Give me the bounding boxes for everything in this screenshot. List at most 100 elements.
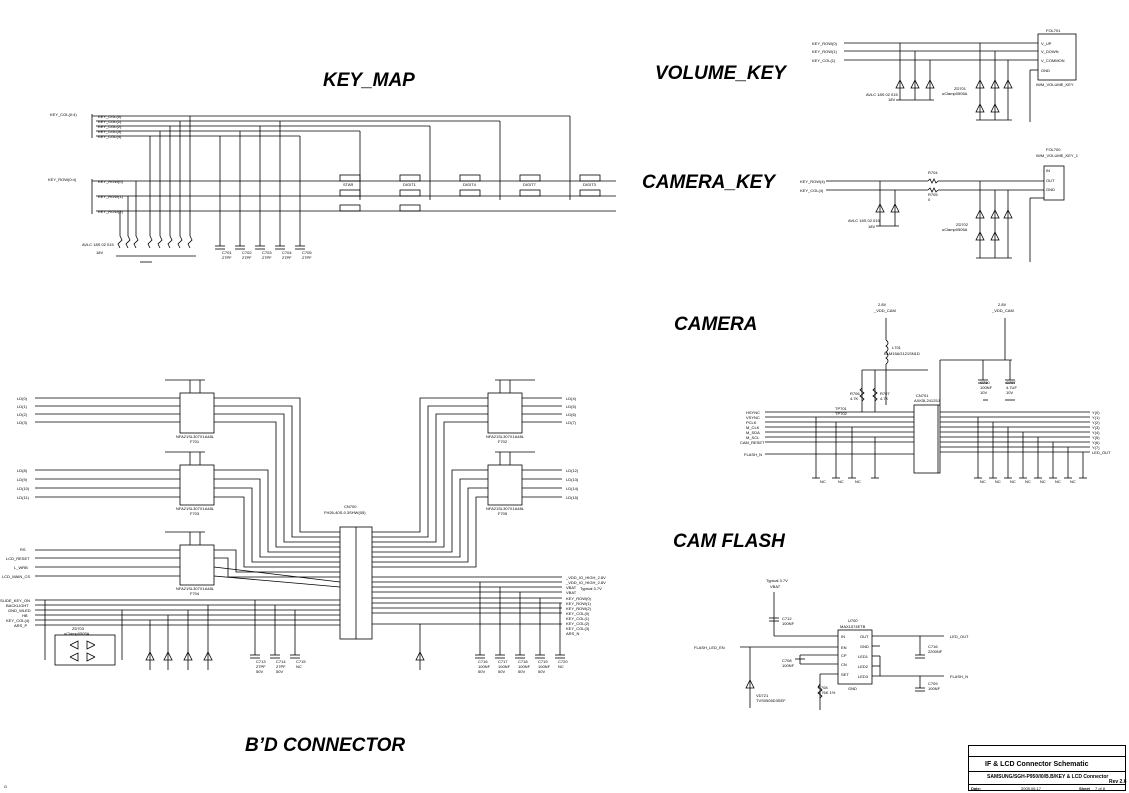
vol-input-label: KEY_COL(1): [812, 58, 836, 63]
cam-testpoint: TP702: [835, 411, 848, 416]
camkey-pin-label: OUT: [1046, 178, 1055, 183]
flash-cap-ref: C709: [928, 681, 938, 686]
cam-connector-ref: CN701: [916, 393, 929, 398]
bd-misc-label: ARS_P: [14, 623, 27, 628]
flash-ic-pin: CN: [841, 662, 847, 667]
bd-filter-ref: F701: [190, 439, 200, 444]
bd-cap-ref: C720: [558, 659, 568, 664]
heading-volume-key: VOLUME_KEY: [655, 63, 786, 84]
bd-cap-volt: 50V: [498, 669, 505, 674]
bd-cap-ref: C715: [296, 659, 306, 664]
bd-lcd-label: LD(2): [17, 412, 28, 417]
cam-rail-net: _VDD_CAM: [873, 308, 896, 313]
key-cap-label: C702: [242, 250, 252, 255]
bd-cap-val: NC: [558, 664, 564, 669]
cam-nc-label: NC: [820, 479, 826, 484]
cam-resistor-val: 4.7K: [850, 396, 859, 401]
cam-testpoint: TP701: [835, 406, 848, 411]
camkey-varistor-label: AVLC 18S 02 015: [848, 218, 881, 223]
flash-ic-pin: GND: [860, 644, 869, 649]
cam-nc-label: NC: [980, 479, 986, 484]
cam-inductor-ref: L701: [892, 345, 902, 350]
bd-misc-label: GND_WLED: [8, 608, 31, 613]
flash-ic-pin: LED1: [858, 654, 869, 659]
title-block-date-label: Date:: [971, 786, 982, 791]
flash-ic-pin: SET: [841, 672, 849, 677]
bd-signal-label: _VDD_IO_HIGH_2.8V: [565, 575, 606, 580]
bd-cap-val: NC: [296, 664, 302, 669]
bd-cap-volt: 50V: [276, 669, 283, 674]
cam-output-label: Y(4): [1092, 430, 1100, 435]
cam-input-label: M_CLK: [746, 425, 760, 430]
camkey-varistor-volt: 18V: [868, 224, 875, 229]
cam-output-label: Y(0): [1092, 410, 1100, 415]
volume-key-section: [844, 33, 1077, 122]
flash-cap-ref: C708: [782, 658, 792, 663]
bd-signal-label: KEY_COL(3): [566, 626, 590, 631]
bd-cap-ref: C714: [276, 659, 286, 664]
flash-output-label: FLASH_N: [950, 674, 968, 679]
bd-cap-val: 100NF: [478, 664, 491, 669]
corner-mark: G: [4, 784, 7, 789]
cam-output-label: Y(1): [1092, 415, 1100, 420]
cam-output-label: Y(2): [1092, 420, 1100, 425]
key-col-label: KEY_COL(3): [98, 129, 122, 134]
cam-input-label: M_SCL: [746, 435, 760, 440]
cam-input-label: M_SDA: [746, 430, 760, 435]
cam-output-label: Y(3): [1092, 425, 1100, 430]
bd-connector-part: FH26-40S-0.3SHW(05): [324, 510, 366, 515]
key-row-label: KEY_ROW(1): [98, 194, 124, 199]
bd-vbat-note: Typical 3.7V: [580, 586, 602, 591]
heading-camera: CAMERA: [674, 314, 758, 335]
bd-lcd-label: LD(8): [17, 468, 28, 473]
key-varistor-volt: 18V: [96, 250, 103, 255]
camkey-pin-label: IN: [1046, 168, 1050, 173]
flash-supply-note: Typical 3.7V: [766, 578, 788, 583]
bd-cap-volt: 50V: [256, 669, 263, 674]
bd-lcd-label: LD(9): [17, 477, 28, 482]
title-block-sheet-label: Sheet: [1079, 786, 1090, 791]
cam-rail-voltage: 2.8V: [878, 302, 887, 307]
flash-ic-gnd: GND: [848, 686, 857, 691]
bd-signal-label: KEY_COL(2): [566, 621, 590, 626]
key-col-label: KEY_COL(0): [98, 114, 122, 119]
flash-ic-part: MAX1574ETB: [840, 624, 866, 629]
heading-camera-key: CAMERA_KEY: [642, 172, 776, 193]
camkey-input-label: KEY_ROW(4): [800, 179, 826, 184]
cam-input-label: FLASH_N: [744, 452, 762, 457]
flash-supply-label: VBAT: [770, 584, 781, 589]
flash-cap-ref: C712: [782, 616, 792, 621]
flash-ic-pin: EN: [841, 645, 847, 650]
title-block-title: IF & LCD Connector Schematic: [985, 761, 1089, 768]
bd-filter-part: NFA21SL307X1A48L: [486, 434, 525, 439]
camkey-connector-part: IWM_VOLUME_KEY_1: [1036, 153, 1079, 158]
key-row-bus-label: KEY_ROW(0:4): [48, 177, 77, 182]
flash-resistor-val: 6.76K 1%: [818, 690, 836, 695]
cam-nc-label: NC: [855, 479, 861, 484]
cam-flash-section: [740, 592, 944, 710]
bd-filter-part: NFA21SL307X1A48L: [486, 506, 525, 511]
bd-cap-ref: C717: [498, 659, 508, 664]
camera-section: [765, 318, 1090, 479]
key-map-section: [91, 114, 616, 263]
bd-lcd-label: LD(15): [566, 495, 579, 500]
cam-resistor-ref: R706: [850, 391, 860, 396]
bd-lcd-label: LD(12): [566, 468, 579, 473]
camkey-resistor-ref: R705: [928, 192, 938, 197]
bd-misc-label: BACKLIGHT: [6, 603, 29, 608]
bd-cap-volt: 50V: [538, 669, 545, 674]
cam-nc-label: NC: [1010, 479, 1016, 484]
cam-cap-val: 100NF: [980, 385, 993, 390]
camera-key-section: [826, 165, 1065, 262]
key-cap-value: 27PF: [242, 255, 252, 260]
camkey-input-label: KEY_COL(4): [800, 188, 824, 193]
key-switch-label: DIGIT3: [583, 182, 597, 187]
cam-nc-label: NC: [995, 479, 1001, 484]
cam-cap-val: 4.7UF: [1006, 385, 1017, 390]
cam-input-label: VSYNC: [746, 415, 760, 420]
vol-input-label: KEY_ROW(0): [812, 41, 838, 46]
flash-cap-val: 2200NF: [928, 649, 943, 654]
bd-filter-part: NFA21SL307X1A48L: [176, 434, 215, 439]
title-block-divider: [969, 784, 1125, 785]
bd-filter-ref: F703: [190, 511, 200, 516]
